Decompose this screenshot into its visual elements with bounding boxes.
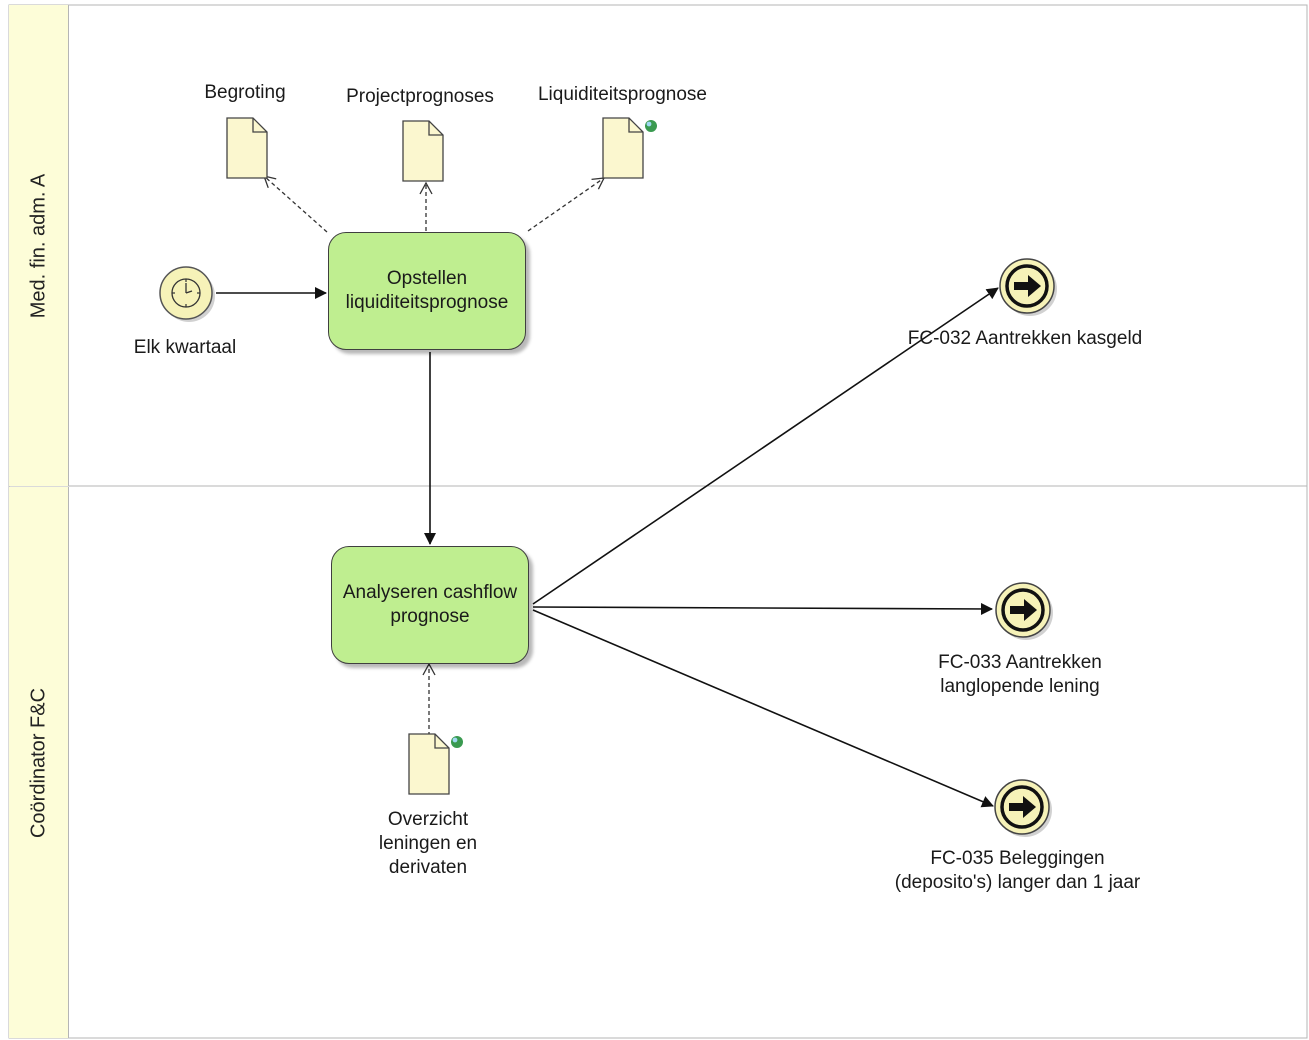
flow-to-fc032 (532, 287, 999, 605)
document-icon[interactable] (602, 117, 664, 183)
arrow-right-icon[interactable] (994, 581, 1058, 645)
task-opstellen-liquiditeitsprognose[interactable]: Opstellen liquiditeitsprognose (328, 232, 526, 350)
lane-label: Coördinator F&C (27, 687, 49, 838)
assoc-liquiditeitsprognose (527, 177, 606, 232)
assoc-begroting (262, 175, 328, 233)
lane-header-2: Coördinator F&C (9, 487, 69, 1038)
task-analyseren-cashflow-prognose[interactable]: Analyseren cashflow prognose (331, 546, 529, 664)
arrow-right-icon[interactable] (998, 257, 1062, 321)
document-icon[interactable] (408, 733, 470, 799)
document-label: Begroting (204, 82, 286, 103)
globe-icon (645, 120, 657, 132)
start-event-label: Elk kwartaal (133, 337, 237, 358)
globe-icon (451, 736, 463, 748)
arrow-right-icon[interactable] (993, 778, 1057, 842)
flow-to-fc035 (532, 609, 994, 808)
document-label: Liquiditeitsprognose (537, 84, 707, 105)
end-event-label: FC-033 Aantrekken langlopende lening (938, 652, 1102, 697)
task-label: Opstellen liquiditeitsprognose (345, 268, 509, 313)
lane-header-1: Med. fin. adm. A (9, 5, 69, 486)
document-label: Projectprognoses (346, 86, 494, 107)
task-label: Analyseren cashflow prognose (342, 582, 518, 627)
document-icon[interactable] (226, 117, 272, 183)
document-label: Overzicht leningen en derivaten (378, 809, 478, 878)
document-icon[interactable] (402, 120, 448, 186)
timer-icon[interactable] (158, 265, 220, 327)
lane-label: Med. fin. adm. A (27, 173, 49, 318)
end-event-label: FC-035 Beleggingen (deposito's) langer d… (894, 848, 1141, 893)
end-event-label: FC-032 Aantrekken kasgeld (907, 328, 1143, 349)
flow-to-fc033 (532, 602, 993, 615)
